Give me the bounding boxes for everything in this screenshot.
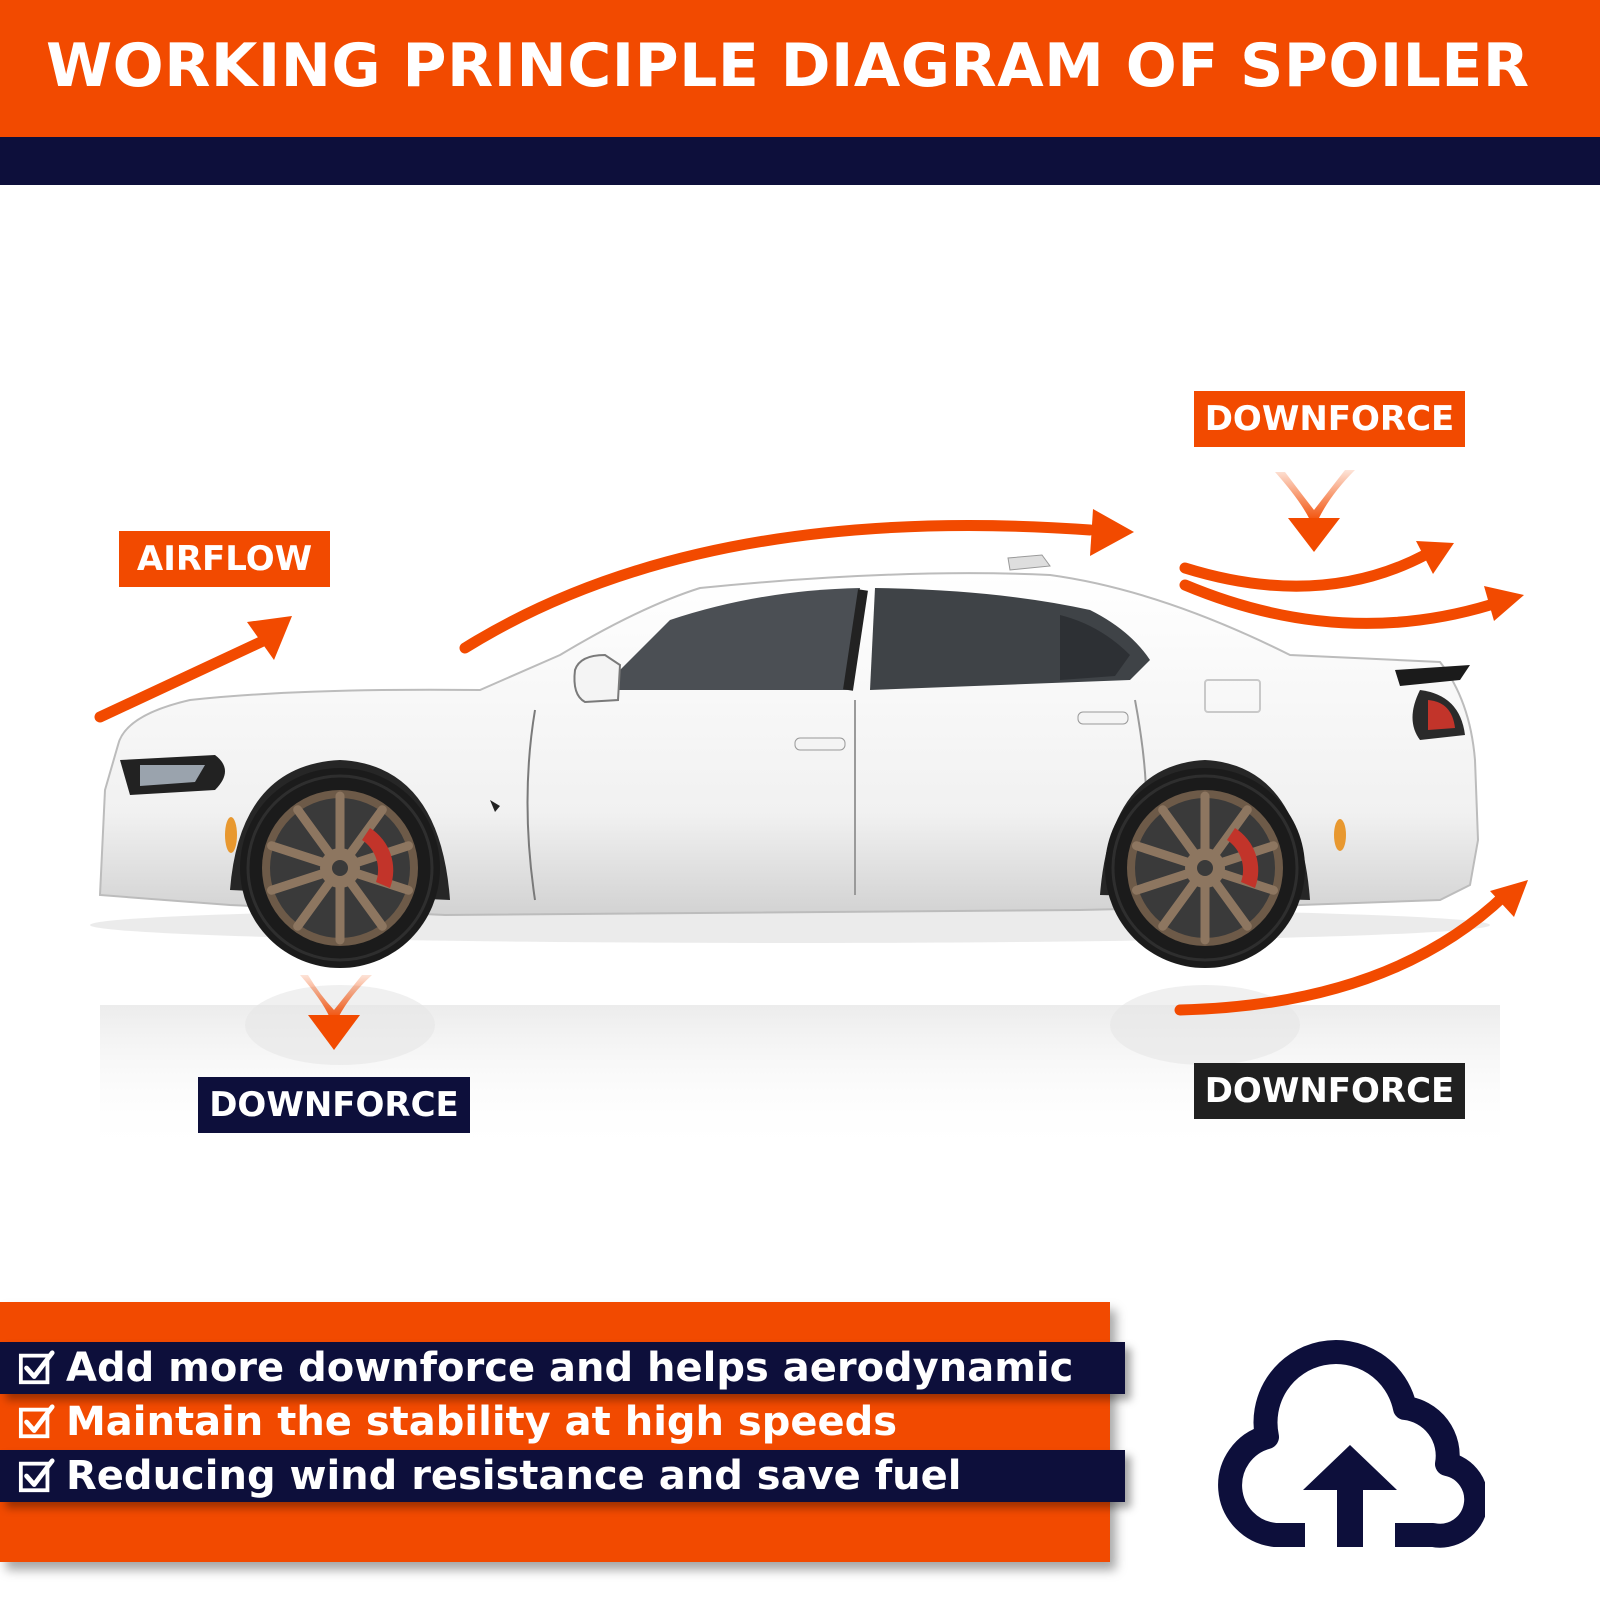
- downforce-label-top: DOWNFORCE: [1194, 391, 1465, 447]
- airflow-arrow-roof: [459, 520, 1096, 654]
- car-side-view-icon: [90, 554, 1490, 968]
- feature-row-2: Maintain the stability at high speeds: [0, 1396, 1110, 1448]
- airflow-arrow-under: [1174, 889, 1511, 1016]
- airflow-arrow-spoiler-lower: [1179, 579, 1496, 629]
- down-arrow-icon: [1275, 470, 1355, 552]
- airflow-arrow-front: [94, 634, 271, 723]
- header-strip: [0, 137, 1600, 185]
- downforce-label-front: DOWNFORCE: [198, 1077, 470, 1133]
- page-title: WORKING PRINCIPLE DIAGRAM OF SPOILER: [46, 31, 1530, 101]
- airflow-arrow-spoiler-upper: [1179, 549, 1431, 592]
- feature-text: Reducing wind resistance and save fuel: [66, 1453, 962, 1499]
- spoiler-diagram: [90, 470, 1528, 1155]
- airflow-label: AIRFLOW: [119, 531, 330, 587]
- feature-row-3: Reducing wind resistance and save fuel: [0, 1450, 1125, 1502]
- feature-text: Add more downforce and helps aerodynamic: [66, 1345, 1074, 1391]
- feature-row-1: Add more downforce and helps aerodynamic: [0, 1342, 1125, 1394]
- checkbox-checked-icon: [18, 1350, 55, 1385]
- feature-text: Maintain the stability at high speeds: [66, 1399, 898, 1445]
- airflow-arrows: [94, 520, 1511, 1016]
- header-bar: WORKING PRINCIPLE DIAGRAM OF SPOILER: [0, 0, 1600, 137]
- down-arrow-icon: [300, 975, 372, 1050]
- checkbox-checked-icon: [18, 1404, 55, 1439]
- checkbox-checked-icon: [18, 1458, 55, 1493]
- cloud-upload-icon: [1218, 1340, 1485, 1548]
- downforce-label-rear: DOWNFORCE: [1194, 1063, 1465, 1119]
- airflow-arrowheads: [247, 509, 1528, 917]
